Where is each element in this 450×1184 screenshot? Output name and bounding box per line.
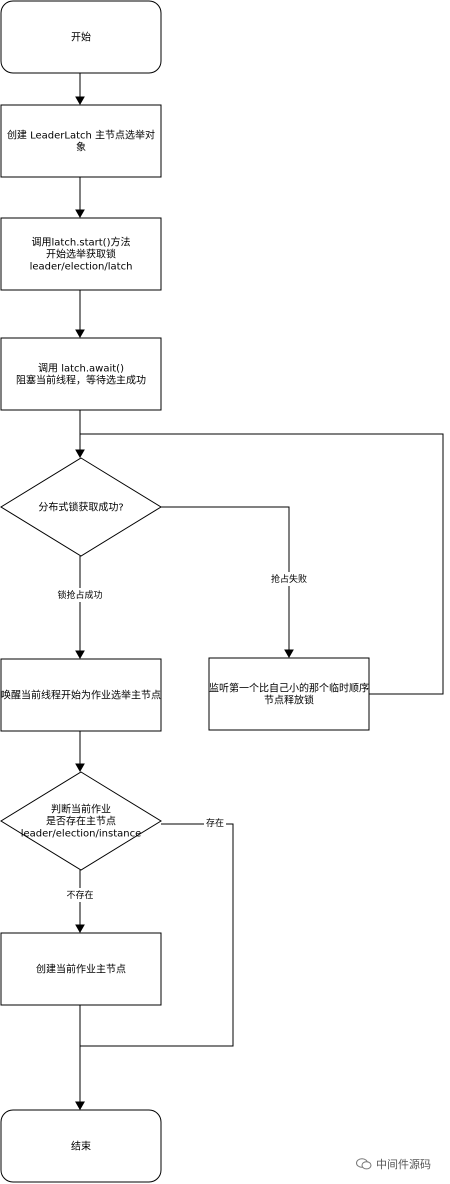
process-shape xyxy=(0,104,162,178)
arrowhead xyxy=(75,650,85,660)
node-text-line: 分布式锁获取成功? xyxy=(38,501,123,514)
terminal-shape xyxy=(0,1109,162,1183)
edge-label-text: 抢占失败 xyxy=(271,573,307,585)
edge-create-to-latchstart xyxy=(75,177,85,219)
node-text-line: 监听第一个比自己小的那个临时顺序 xyxy=(209,682,369,695)
edge-decision-to-watch xyxy=(161,506,294,659)
node-text-line: 创建当前作业主节点 xyxy=(36,963,126,976)
edge-label-text: 存在 xyxy=(206,817,224,829)
node-lock-decision: 分布式锁获取成功? xyxy=(0,457,162,557)
node-start: 开始 xyxy=(0,0,162,74)
node-wake-thread: 唤醒当前线程开始为作业选举主节点 xyxy=(0,658,162,732)
node-text-line: 判断当前作业 xyxy=(51,803,111,816)
node-text-line: 阻塞当前线程，等待选主成功 xyxy=(16,374,146,387)
edge-decision-to-wake xyxy=(75,556,85,660)
edge-label-bg xyxy=(203,816,227,830)
edge-line xyxy=(161,506,290,657)
node-latch-start: 调用latch.start()方法开始选举获取锁leader/election/… xyxy=(0,217,162,291)
arrowhead xyxy=(75,96,85,106)
edge-label-bg xyxy=(64,888,96,902)
edge-merge-to-end xyxy=(75,1101,85,1111)
node-latch-await: 调用 latch.await()阻塞当前线程，等待选主成功 xyxy=(0,337,162,411)
terminal-shape xyxy=(0,0,162,74)
edge-label-bg xyxy=(268,572,310,586)
edge-label-text: 不存在 xyxy=(66,889,93,901)
arrowhead xyxy=(75,763,85,773)
node-text-line: 结束 xyxy=(71,1140,91,1153)
node-text-line: 节点释放锁 xyxy=(264,694,314,707)
edge-label-text: 锁抢占成功 xyxy=(57,589,102,601)
edge-line xyxy=(80,823,234,1047)
watermark: 中间件源码 xyxy=(356,1156,431,1172)
arrowhead xyxy=(75,924,85,934)
arrowhead xyxy=(75,329,85,339)
edge-label-decision-to-wake: 锁抢占成功 xyxy=(55,588,105,602)
arrowhead xyxy=(284,649,294,659)
arrowhead xyxy=(75,209,85,219)
edge-label-decision-to-watch: 抢占失败 xyxy=(268,572,310,586)
process-shape xyxy=(0,932,162,1006)
process-shape xyxy=(0,217,162,291)
edge-wake-to-exists xyxy=(75,731,85,773)
decision-shape xyxy=(0,771,162,871)
decision-shape xyxy=(0,457,162,557)
edge-label-exists-to-end: 存在 xyxy=(203,816,227,830)
node-text-line: leader/election/latch xyxy=(30,262,133,273)
node-text-line: 是否存在主节点 xyxy=(46,815,116,828)
node-text-line: 唤醒当前线程开始为作业选举主节点 xyxy=(1,689,161,702)
node-text-line: leader/election/instance xyxy=(21,829,142,840)
edges-layer xyxy=(75,73,444,1111)
wechat-icon xyxy=(356,1158,372,1170)
edge-line xyxy=(80,433,444,695)
node-text-line: 象 xyxy=(76,142,86,154)
node-text-line: 创建 LeaderLatch 主节点选举对 xyxy=(7,129,155,142)
edge-start-to-create xyxy=(75,73,85,106)
edge-exists-to-end xyxy=(80,823,234,1047)
edge-watch-loop-back xyxy=(80,433,444,695)
edge-label-bg xyxy=(55,588,105,602)
edge-create-to-end xyxy=(75,1005,85,1111)
node-text-line: 调用latch.start()方法 xyxy=(32,236,131,249)
edge-label-exists-to-create: 不存在 xyxy=(64,888,96,902)
process-shape xyxy=(0,337,162,411)
node-create-leader: 创建当前作业主节点 xyxy=(0,932,162,1006)
arrowhead xyxy=(75,449,85,459)
node-text-line: 开始选举获取锁 xyxy=(46,248,116,261)
process-shape xyxy=(208,657,370,731)
node-text-line: 调用 latch.await() xyxy=(38,363,124,375)
process-shape xyxy=(0,658,162,732)
arrowhead xyxy=(75,1101,85,1111)
node-end: 结束 xyxy=(0,1109,162,1183)
edge-latchstart-to-await xyxy=(75,290,85,339)
node-text-line: 开始 xyxy=(71,31,91,44)
watermark-text: 中间件源码 xyxy=(376,1158,431,1171)
